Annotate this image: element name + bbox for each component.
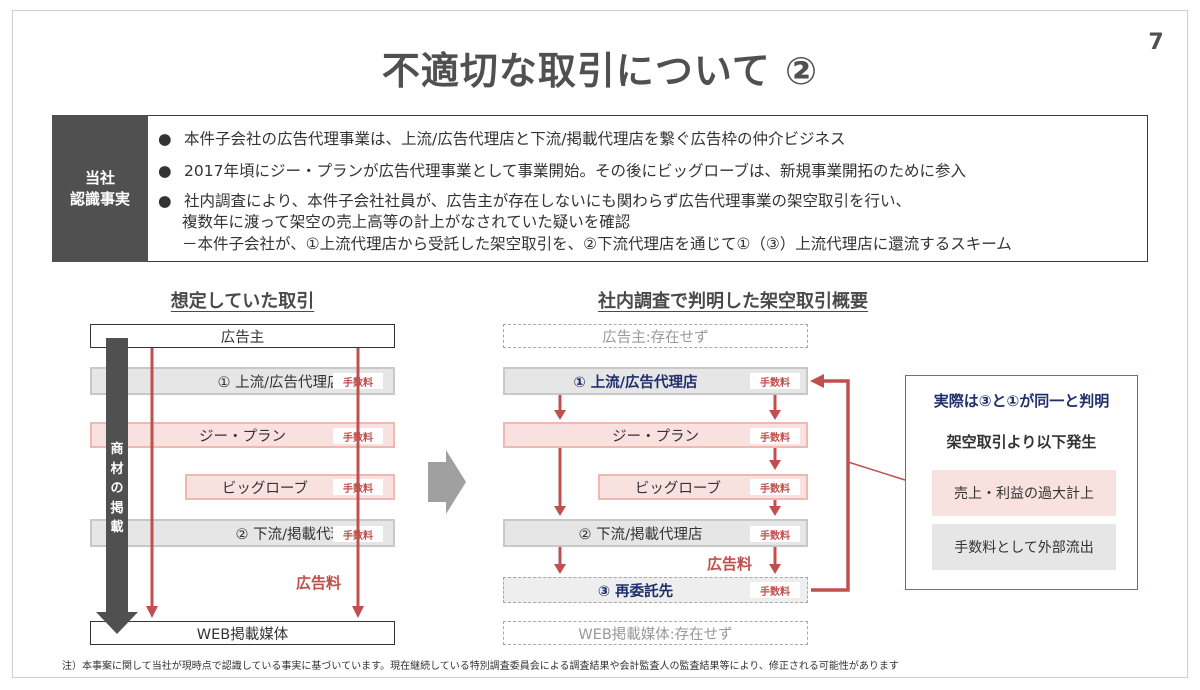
left-advertiser-bar: 広告主 [90, 324, 395, 348]
page-title: 不適切な取引について ② [381, 49, 819, 93]
fee-tag: 手数料 [750, 373, 800, 389]
left-diagram-title: 想定していた取引 [170, 291, 315, 312]
info-bullet-3-line2: 複数年に渡って架空の売上高等の計上がなされていた疑いを確認 [182, 213, 631, 231]
return-loop-line [811, 379, 850, 592]
right-arrow-4-head [769, 410, 781, 420]
bullet-dot: ● [158, 162, 172, 180]
page-number: 7 [1148, 30, 1164, 55]
right-arrow-5-head [769, 460, 781, 470]
transition-arrow [428, 450, 466, 514]
right-advertiser-bar: 広告主:存在せず [503, 324, 808, 348]
fee-tag: 手数料 [750, 479, 800, 495]
fee-tag: 手数料 [750, 428, 800, 444]
result-connector [847, 461, 906, 481]
result-item-overstatement: 売上・利益の過大計上 [932, 470, 1116, 516]
info-bullet-2: ●2017年頃にジー・プランが広告代理事業として事業開始。その後にビッグローブは… [158, 162, 967, 180]
left-red-arrowhead-b [352, 606, 364, 618]
fee-tag: 手数料 [750, 526, 800, 542]
right-biglobe-bar: ビッグローブ [598, 474, 808, 500]
left-red-arrowhead-a [146, 606, 158, 618]
info-bullet-3: ●社内調査により、本件子会社社員が、広告主が存在しないにも関わらず広告代理事業の… [158, 192, 911, 210]
result-subheading: 架空取引より以下発生 [946, 433, 1097, 451]
info-bullet-3-line3: －本件子会社が、①上流代理店から受託した架空取引を、②下流代理店を通じて①（③）… [182, 235, 1012, 253]
result-heading: 実際は③と①が同一と判明 [933, 392, 1110, 410]
left-media-bar: WEB掲載媒体 [90, 621, 395, 645]
info-label-line2: 認識事実 [69, 189, 130, 208]
right-arrow-3-head [554, 564, 566, 574]
bullet-dot: ● [158, 130, 172, 148]
right-ad-fee-label: 広告料 [707, 555, 753, 573]
info-label: 当社 認識事実 [52, 115, 148, 262]
right-arrow-2-head [554, 506, 566, 516]
right-arrow-1-head [554, 410, 566, 420]
bullet-dot: ● [158, 192, 172, 210]
left-main-down-arrow [96, 338, 138, 634]
left-vertical-label: 商 材 の 掲 載 [110, 442, 124, 535]
right-media-bar: WEB掲載媒体:存在せず [503, 621, 808, 645]
result-item-outflow: 手数料として外部流出 [932, 524, 1116, 570]
info-label-line1: 当社 [84, 168, 115, 187]
right-arrow-6-head [769, 506, 781, 516]
info-bullet-1: ●本件子会社の広告代理事業は、上流/広告代理店と下流/掲載代理店を繋ぐ広告枠の仲… [158, 130, 846, 148]
return-loop-head [810, 374, 824, 388]
footnote: 注）本事案に関して当社が現時点で認識している事実に基づいています。現在継続してい… [62, 661, 899, 672]
right-diagram-title: 社内調査で判明した架空取引概要 [598, 291, 868, 312]
fee-tag: 手数料 [750, 582, 800, 598]
left-ad-fee-label: 広告料 [296, 574, 342, 592]
right-arrow-7-head [769, 564, 781, 574]
